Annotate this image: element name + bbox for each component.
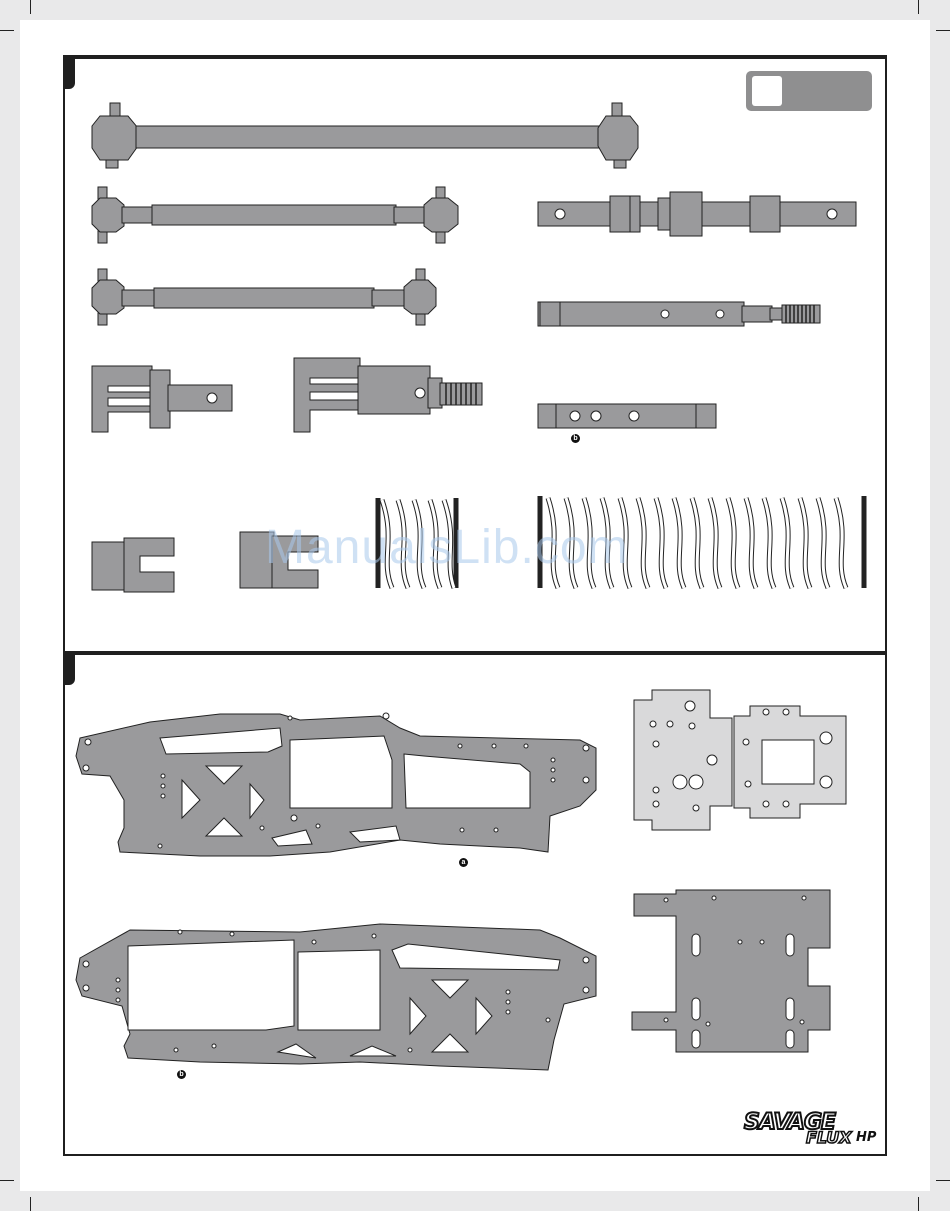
pin-shaft: [538, 404, 716, 428]
chassis-plate-b: [76, 924, 596, 1070]
logo-hp: HP: [856, 1130, 876, 1145]
chassis-plate-a: [76, 713, 596, 856]
driveshaft-long: [92, 103, 638, 168]
callout-b: b: [571, 434, 580, 443]
small-cup-1: [92, 538, 174, 592]
lower-plate: [632, 890, 830, 1052]
spring-long: [540, 496, 864, 588]
spring-short: [374, 498, 460, 590]
threaded-shaft: [538, 302, 820, 326]
center-shaft: [538, 192, 856, 236]
driveshaft-medium: [92, 187, 458, 243]
callout-a: a: [459, 858, 468, 867]
small-cup-2: [240, 532, 318, 588]
callout-b: b: [177, 1070, 186, 1079]
driveshaft-short: [92, 269, 436, 325]
logo-flux: FLUX: [806, 1128, 852, 1147]
outdrive-cup-1: [92, 366, 232, 432]
motor-plate: [634, 690, 846, 830]
outdrive-cup-2: [294, 358, 482, 432]
brand-logo: SAVAGE FLUX HP: [744, 1110, 884, 1154]
